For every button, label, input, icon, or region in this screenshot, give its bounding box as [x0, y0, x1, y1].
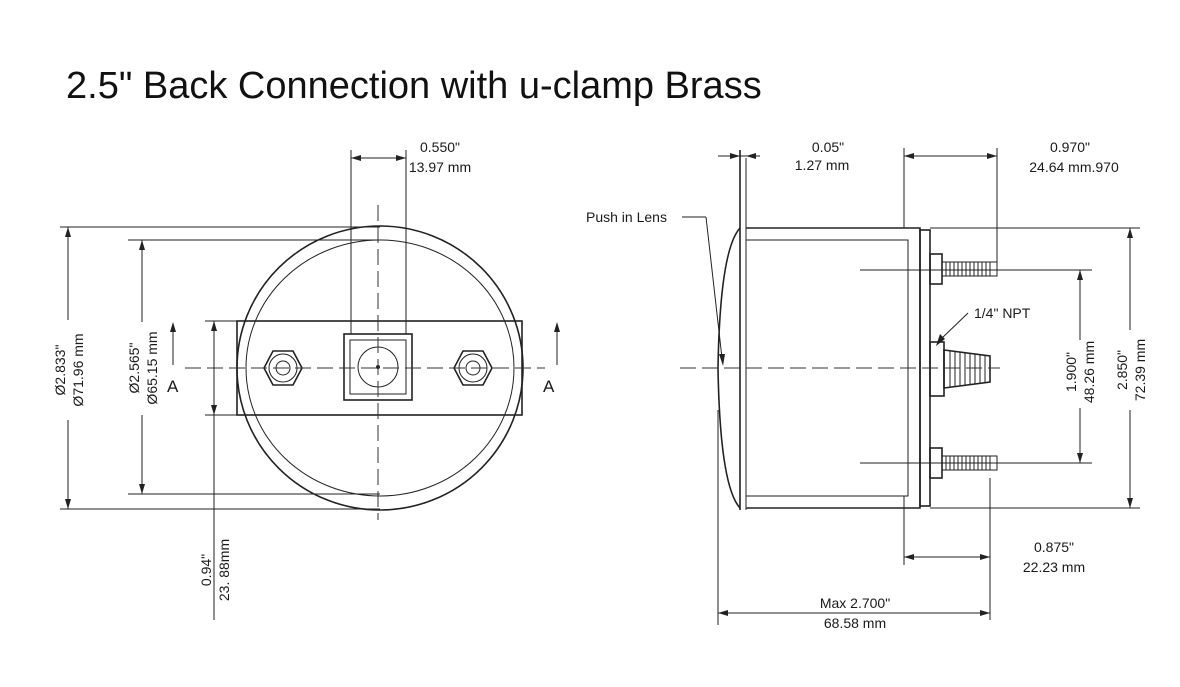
stud-spacing-dimension	[1077, 270, 1083, 463]
height-mm: 72.39 mm	[1132, 339, 1148, 401]
inner-dia-in: Ø2.565"	[126, 343, 142, 394]
inner-diameter-dimension	[128, 239, 380, 495]
npt-leader	[936, 312, 969, 346]
inner-dia-mm: Ø65.15 mm	[144, 331, 160, 404]
stud-length-dimension	[903, 148, 998, 262]
fitting-outer-square	[343, 333, 413, 401]
max-len-mm: 68.58 mm	[824, 615, 886, 631]
lens-dim-in: 0.05"	[812, 139, 844, 155]
height-dimension	[930, 227, 1140, 509]
back-dimension	[903, 478, 991, 620]
top-dim-mm: 13.97 mm	[409, 159, 471, 175]
section-mark-right	[554, 322, 560, 365]
outer-dia-in: Ø2.833"	[52, 345, 68, 396]
clamp-height-in: 0.94"	[198, 554, 214, 586]
outer-dia-mm: Ø71.96 mm	[70, 333, 86, 406]
section-label-left: A	[167, 377, 179, 396]
lens-dim-mm: 1.27 mm	[795, 157, 849, 173]
drawing-title: 2.5" Back Connection with u-clamp Brass	[66, 65, 762, 107]
height-in: 2.850"	[1114, 350, 1130, 390]
max-len-in: Max 2.700"	[820, 595, 890, 611]
npt-label: 1/4" NPT	[974, 305, 1031, 321]
stud-spacing-mm: 48.26 mm	[1081, 341, 1097, 403]
section-label-right: A	[543, 377, 555, 396]
stud-dim-in: 0.970"	[1050, 139, 1090, 155]
stud-spacing-in: 1.900"	[1063, 352, 1079, 392]
push-in-lens-label: Push in Lens	[586, 209, 667, 225]
outer-diameter-dimension	[60, 226, 380, 510]
max-length-dimension	[717, 410, 990, 625]
back-dim-mm: 22.23 mm	[1023, 559, 1085, 575]
clamp-height-mm: 23. 88mm	[216, 539, 232, 601]
top-stud	[929, 253, 998, 285]
front-view: A A 0.550" 13.97 mm Ø2.833" Ø71.96 mm	[52, 139, 560, 620]
top-dimension	[350, 150, 407, 334]
top-dim-in: 0.550"	[420, 139, 460, 155]
npt-fitting	[929, 341, 991, 397]
clamp-height-dimension	[205, 320, 237, 620]
section-mark-left	[170, 322, 176, 365]
stud-dim-mm: 24.64 mm.970	[1029, 159, 1119, 175]
push-in-lens-leader	[682, 216, 725, 366]
side-view: 0.05" 1.27 mm 0.970" 24.64 mm.970 Push i…	[586, 139, 1148, 631]
lens-thickness-dimension	[718, 153, 760, 159]
back-dim-in: 0.875"	[1034, 539, 1074, 555]
